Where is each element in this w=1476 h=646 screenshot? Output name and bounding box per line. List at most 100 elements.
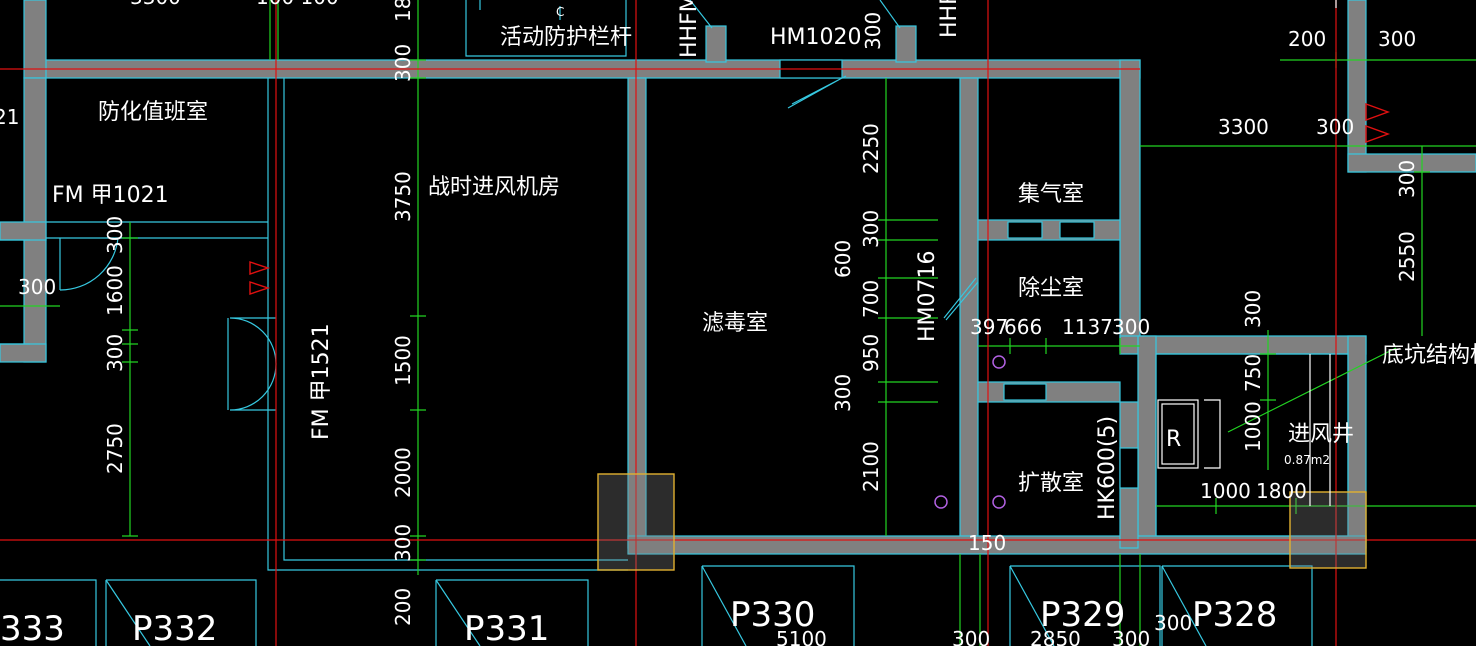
dim-text-1600: 1600 — [103, 265, 127, 316]
room-dust: 除尘室 — [1018, 276, 1084, 301]
shaft-inner — [1155, 353, 1349, 537]
shaft-area: 0.87m2 — [1284, 453, 1330, 467]
dim-text-300-hm: 300 — [861, 12, 885, 50]
wall-right-outer — [1119, 59, 1141, 351]
door-fm1021-swing — [59, 237, 119, 291]
dim-text-150: 150 — [968, 531, 1006, 555]
parking-label-p331: P331 — [464, 609, 549, 646]
vent-opening-1 — [1007, 221, 1043, 239]
dim-left-vertical — [122, 222, 138, 537]
dim-filter-vertical — [878, 78, 938, 536]
drain-symbol-1 — [992, 355, 1006, 369]
warning-marker-2 — [249, 281, 271, 295]
dim-text-300-r: 300 — [1316, 115, 1354, 139]
parking-bay-1 — [0, 579, 97, 646]
dim-text-666: 666 — [1004, 315, 1042, 339]
pit-line — [1309, 354, 1331, 506]
wall-left-segment — [23, 77, 47, 363]
door-label-hk600: HK600(5) — [1095, 416, 1120, 520]
drain-symbol-3 — [992, 495, 1006, 509]
room-label-layer: 防化值班室 战时进风机房 滤毒室 集气室 除尘室 扩散室 进风井 活动防护栏杆 … — [98, 25, 1476, 496]
dim-text-300-left: 300 — [18, 275, 56, 299]
dim-text-700: 700 — [859, 280, 883, 318]
fan-room-inner-outline-2 — [283, 78, 628, 561]
vent-opening-3 — [1003, 383, 1047, 401]
door-fm1521-leaf-bottom — [229, 363, 277, 411]
dim-fan-room-vertical — [410, 0, 426, 575]
dim-text-300-b: 300 — [391, 524, 415, 562]
dim-text-5100: 5100 — [776, 627, 827, 646]
door-label-hhfm-right: HHFM — [937, 0, 962, 38]
hhfm-right-leaf — [879, 0, 901, 29]
dim-text-2550: 2550 — [1395, 231, 1419, 282]
wall-top-left-stub — [23, 0, 47, 79]
wall-hm-pillar-left — [705, 25, 727, 63]
parking-bay-2 — [105, 579, 257, 646]
column-bottom-left — [597, 473, 675, 571]
drain-symbol-2 — [934, 495, 948, 509]
fan-unit-box-inner — [1161, 403, 1195, 465]
dim-text-300-l2: 300 — [103, 216, 127, 254]
railing-inner — [479, 0, 561, 20]
dim-text-397: 397 — [970, 315, 1008, 339]
warning-marker-3 — [1365, 103, 1391, 121]
dim-text-3300: 3300 — [1218, 115, 1269, 139]
dim-text-300-i: 300 — [1154, 611, 1192, 635]
parking-label-p328: P328 — [1192, 595, 1277, 635]
corridor-lines — [0, 239, 30, 345]
room-filter: 滤毒室 — [702, 311, 768, 336]
dim-text-300-g: 300 — [952, 627, 990, 646]
fan-unit-label: R — [1166, 427, 1181, 452]
room-air-shaft: 进风井 — [1288, 422, 1354, 447]
cyan-line-layer — [0, 0, 1349, 646]
dim-text-950: 950 — [859, 334, 883, 372]
room-fan: 战时进风机房 — [428, 175, 560, 200]
dim-text-300-d: 300 — [831, 374, 855, 412]
symbol-layer — [249, 0, 1391, 571]
door-label-hhfm-left: HHFM — [677, 0, 702, 58]
dim-text-300-rv: 300 — [1395, 160, 1419, 198]
wall-filter-right — [959, 77, 979, 549]
door-label-layer: HM1020 FM 甲1021 FM 甲1521 HM0716 HK600(5)… — [52, 0, 1330, 520]
dim-text-top-mid-cut: 100 100 — [256, 0, 339, 9]
wall-hm-pillar-right — [895, 25, 917, 63]
parking-bay-4 — [701, 565, 855, 646]
door-opening-hk600 — [1119, 447, 1139, 489]
dim-right-vertical — [1414, 146, 1430, 336]
parking-label-p332: P332 — [132, 609, 217, 646]
dim-text-1500: 1500 — [391, 335, 415, 386]
dim-text-2850: 2850 — [1030, 627, 1081, 646]
dim-text-2750: 2750 — [103, 423, 127, 474]
dimension-text-layer: 3300 100 100 21 200 300 3300 300 300 255… — [0, 0, 1419, 646]
dim-text-300-c: 300 — [859, 210, 883, 248]
dim-dust-horizontal — [978, 338, 1140, 354]
parking-label-p330: P330 — [730, 595, 815, 635]
dim-text-300-l3: 300 — [103, 334, 127, 372]
wall-far-right-horizontal — [1347, 153, 1476, 173]
dim-text-750: 750 — [1241, 354, 1265, 392]
wall-shaft-left — [1137, 335, 1157, 549]
dim-shaft-vertical — [1260, 330, 1276, 470]
door-label-fm1521: FM 甲1521 — [309, 323, 334, 440]
room-gas: 集气室 — [1018, 182, 1084, 207]
dim-text-300-f: 300 — [1241, 290, 1265, 328]
warning-marker-1 — [249, 261, 271, 275]
parking-bay-6 — [1161, 565, 1313, 646]
dim-text-600: 600 — [831, 240, 855, 278]
parking-bay-3 — [435, 579, 589, 646]
wall-dust-bottom — [977, 381, 1121, 403]
dim-text-300-a: 300 — [391, 44, 415, 82]
dim-shaft-horizontal — [1156, 498, 1476, 514]
door-fm1521-leaf-top — [229, 317, 277, 365]
hhfm-left-leaf — [689, 0, 713, 29]
parking-label-p329: P329 — [1040, 595, 1125, 635]
door-label-hm0716: HM0716 — [915, 250, 940, 342]
dim-text-1800: 1800 — [1256, 479, 1307, 503]
label-pit: 底坑结构标 — [1382, 343, 1476, 368]
fan-room-inner-outline — [267, 78, 628, 571]
column-bottom-right — [1289, 491, 1367, 569]
dim-text-300-h: 300 — [1112, 627, 1150, 646]
parking-label-333: 333 — [0, 609, 65, 646]
